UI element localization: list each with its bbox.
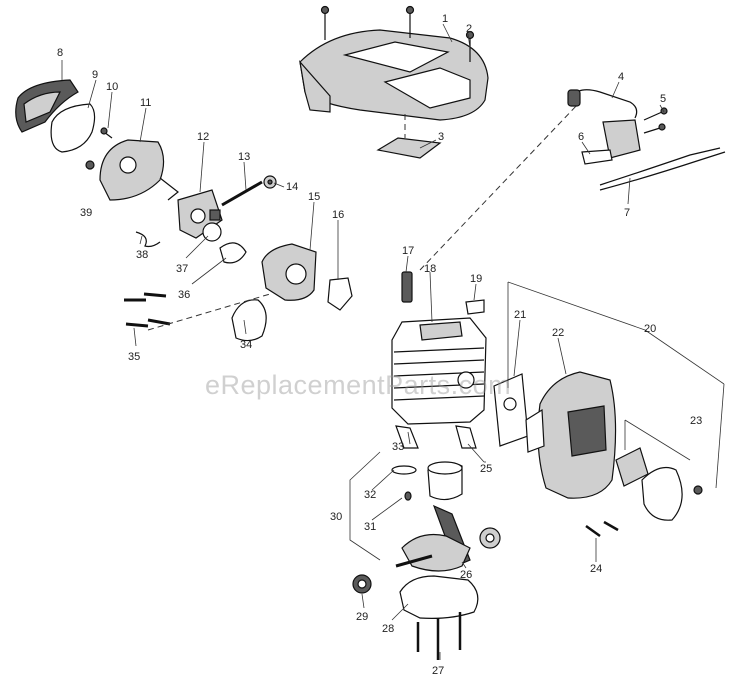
callout-32: 32: [364, 489, 376, 501]
part-23-heat-shield: [615, 447, 703, 521]
part-15-intake-manifold: [261, 243, 317, 301]
part-34-gasket: [231, 299, 267, 342]
part-39-nut: [85, 160, 95, 170]
callout-9: 9: [92, 69, 98, 81]
callout-21: 21: [514, 309, 526, 321]
callout-22: 22: [552, 327, 564, 339]
callout-26: 26: [460, 569, 472, 581]
part-18-cylinder: [391, 317, 487, 425]
callout-16: 16: [332, 209, 344, 221]
part-13-pin: [221, 180, 263, 207]
callout-29: 29: [356, 611, 368, 623]
part-3-filter-pad: [376, 114, 442, 159]
callout-13: 13: [238, 151, 250, 163]
callout-31: 31: [364, 521, 376, 533]
callout-2: 2: [466, 23, 472, 35]
callout-labels: 1 2 3 4 5 6 7 8 9 10 11 12 13 14 15 16 1…: [57, 13, 702, 677]
callout-10: 10: [106, 81, 118, 93]
part-10-screw: [100, 127, 113, 139]
part-8-side-cover: [15, 79, 79, 133]
callout-3: 3: [438, 131, 444, 143]
callout-23: 23: [690, 415, 702, 427]
callout-8: 8: [57, 47, 63, 59]
part-16-bracket: [327, 277, 353, 311]
callout-5: 5: [660, 93, 666, 105]
callout-15: 15: [308, 191, 320, 203]
callout-11: 11: [140, 97, 151, 109]
part-32-piston-ring: [391, 465, 417, 475]
callout-19: 19: [470, 273, 482, 285]
callout-34: 34: [240, 339, 252, 351]
callout-38: 38: [136, 249, 148, 261]
callout-30: 30: [330, 511, 342, 523]
callout-25: 25: [480, 463, 492, 475]
part-11-filter-base: [99, 139, 179, 201]
callout-37: 37: [176, 263, 188, 275]
part-24-bolts: [585, 520, 619, 538]
callout-24: 24: [590, 563, 602, 575]
callout-20: 20: [644, 323, 656, 335]
part-1-top-cover: [299, 29, 489, 121]
part-22-muffler: [525, 371, 617, 499]
callout-6: 6: [578, 131, 584, 143]
callout-1: 1: [442, 13, 448, 25]
part-27-bolts: [416, 612, 462, 660]
part-25-gasket: [455, 425, 477, 449]
part-19-clip: [465, 299, 485, 315]
part-26-crankshaft: [395, 504, 501, 572]
callout-39: 39: [80, 207, 92, 219]
part-29-bearing: [352, 574, 372, 594]
part-piston: [427, 461, 463, 501]
callout-14: 14: [286, 181, 298, 193]
part-31-circlip: [404, 491, 412, 501]
part-14-fitting: [263, 175, 277, 189]
callout-33: 33: [392, 441, 404, 453]
part-35-bolts: [124, 292, 171, 328]
callout-28: 28: [382, 623, 394, 635]
part-38-spring: [135, 231, 161, 248]
part-21-muffler-gasket: [493, 373, 529, 447]
callout-12: 12: [197, 131, 209, 143]
callout-4: 4: [618, 71, 624, 83]
callout-17: 17: [402, 245, 414, 257]
callout-27: 27: [432, 665, 444, 677]
callout-7: 7: [624, 207, 630, 219]
callout-18: 18: [424, 263, 436, 275]
part-33-gasket: [395, 425, 419, 449]
part-9-air-filter: [50, 103, 96, 153]
part-36-spacer: [219, 242, 247, 264]
part-17-spark-plug: [401, 271, 413, 303]
part-4-ignition-module: [567, 89, 726, 191]
callout-35: 35: [128, 351, 140, 363]
leader-lines: [61, 23, 725, 660]
callout-36: 36: [178, 289, 190, 301]
watermark-text: eReplacementParts.com: [205, 370, 512, 400]
part-28-crankcase-half: [399, 575, 479, 619]
